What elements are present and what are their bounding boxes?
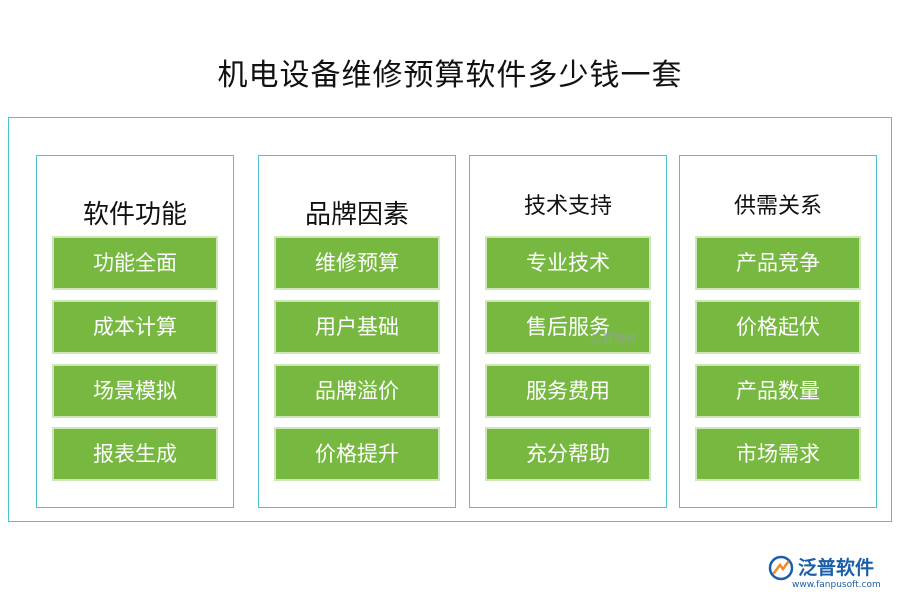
brand-url: www.fanpusoft.com [792, 580, 881, 590]
brand-name: 泛普软件 [798, 557, 875, 579]
column-tech-support: 技术支持 专业技术 售后服务 服务费用 充分帮助 [469, 155, 667, 508]
item-box: 产品竞争 [695, 236, 861, 290]
item-box: 报表生成 [52, 427, 218, 481]
watermark-text: 泛普软件 [590, 332, 639, 346]
column-software-features: 软件功能 功能全面 成本计算 场景模拟 报表生成 [36, 155, 234, 508]
item-box: 用户基础 [274, 300, 440, 354]
item-box: 维修预算 [274, 236, 440, 290]
item-box: 价格提升 [274, 427, 440, 481]
outer-frame [8, 117, 892, 522]
item-box: 场景模拟 [52, 364, 218, 418]
column-supply-demand: 供需关系 产品竞争 价格起伏 产品数量 市场需求 [679, 155, 877, 508]
item-box: 售后服务 [485, 300, 651, 354]
brand-logo-icon [768, 555, 794, 581]
item-box: 成本计算 [52, 300, 218, 354]
item-box: 服务费用 [485, 364, 651, 418]
item-box: 专业技术 [485, 236, 651, 290]
brand-logo: 泛普软件 www.fanpusoft.com [768, 553, 893, 595]
item-box: 价格起伏 [695, 300, 861, 354]
item-box: 功能全面 [52, 236, 218, 290]
column-heading: 供需关系 [733, 194, 822, 219]
column-heading: 品牌因素 [304, 200, 409, 230]
item-box: 充分帮助 [485, 427, 651, 481]
item-box: 产品数量 [695, 364, 861, 418]
column-brand-factors: 品牌因素 维修预算 用户基础 品牌溢价 价格提升 [258, 155, 456, 508]
item-box: 品牌溢价 [274, 364, 440, 418]
item-box: 市场需求 [695, 427, 861, 481]
column-heading: 技术支持 [523, 194, 612, 219]
column-heading: 软件功能 [82, 200, 187, 230]
diagram-title: 机电设备维修预算软件多少钱一套 [217, 58, 683, 93]
